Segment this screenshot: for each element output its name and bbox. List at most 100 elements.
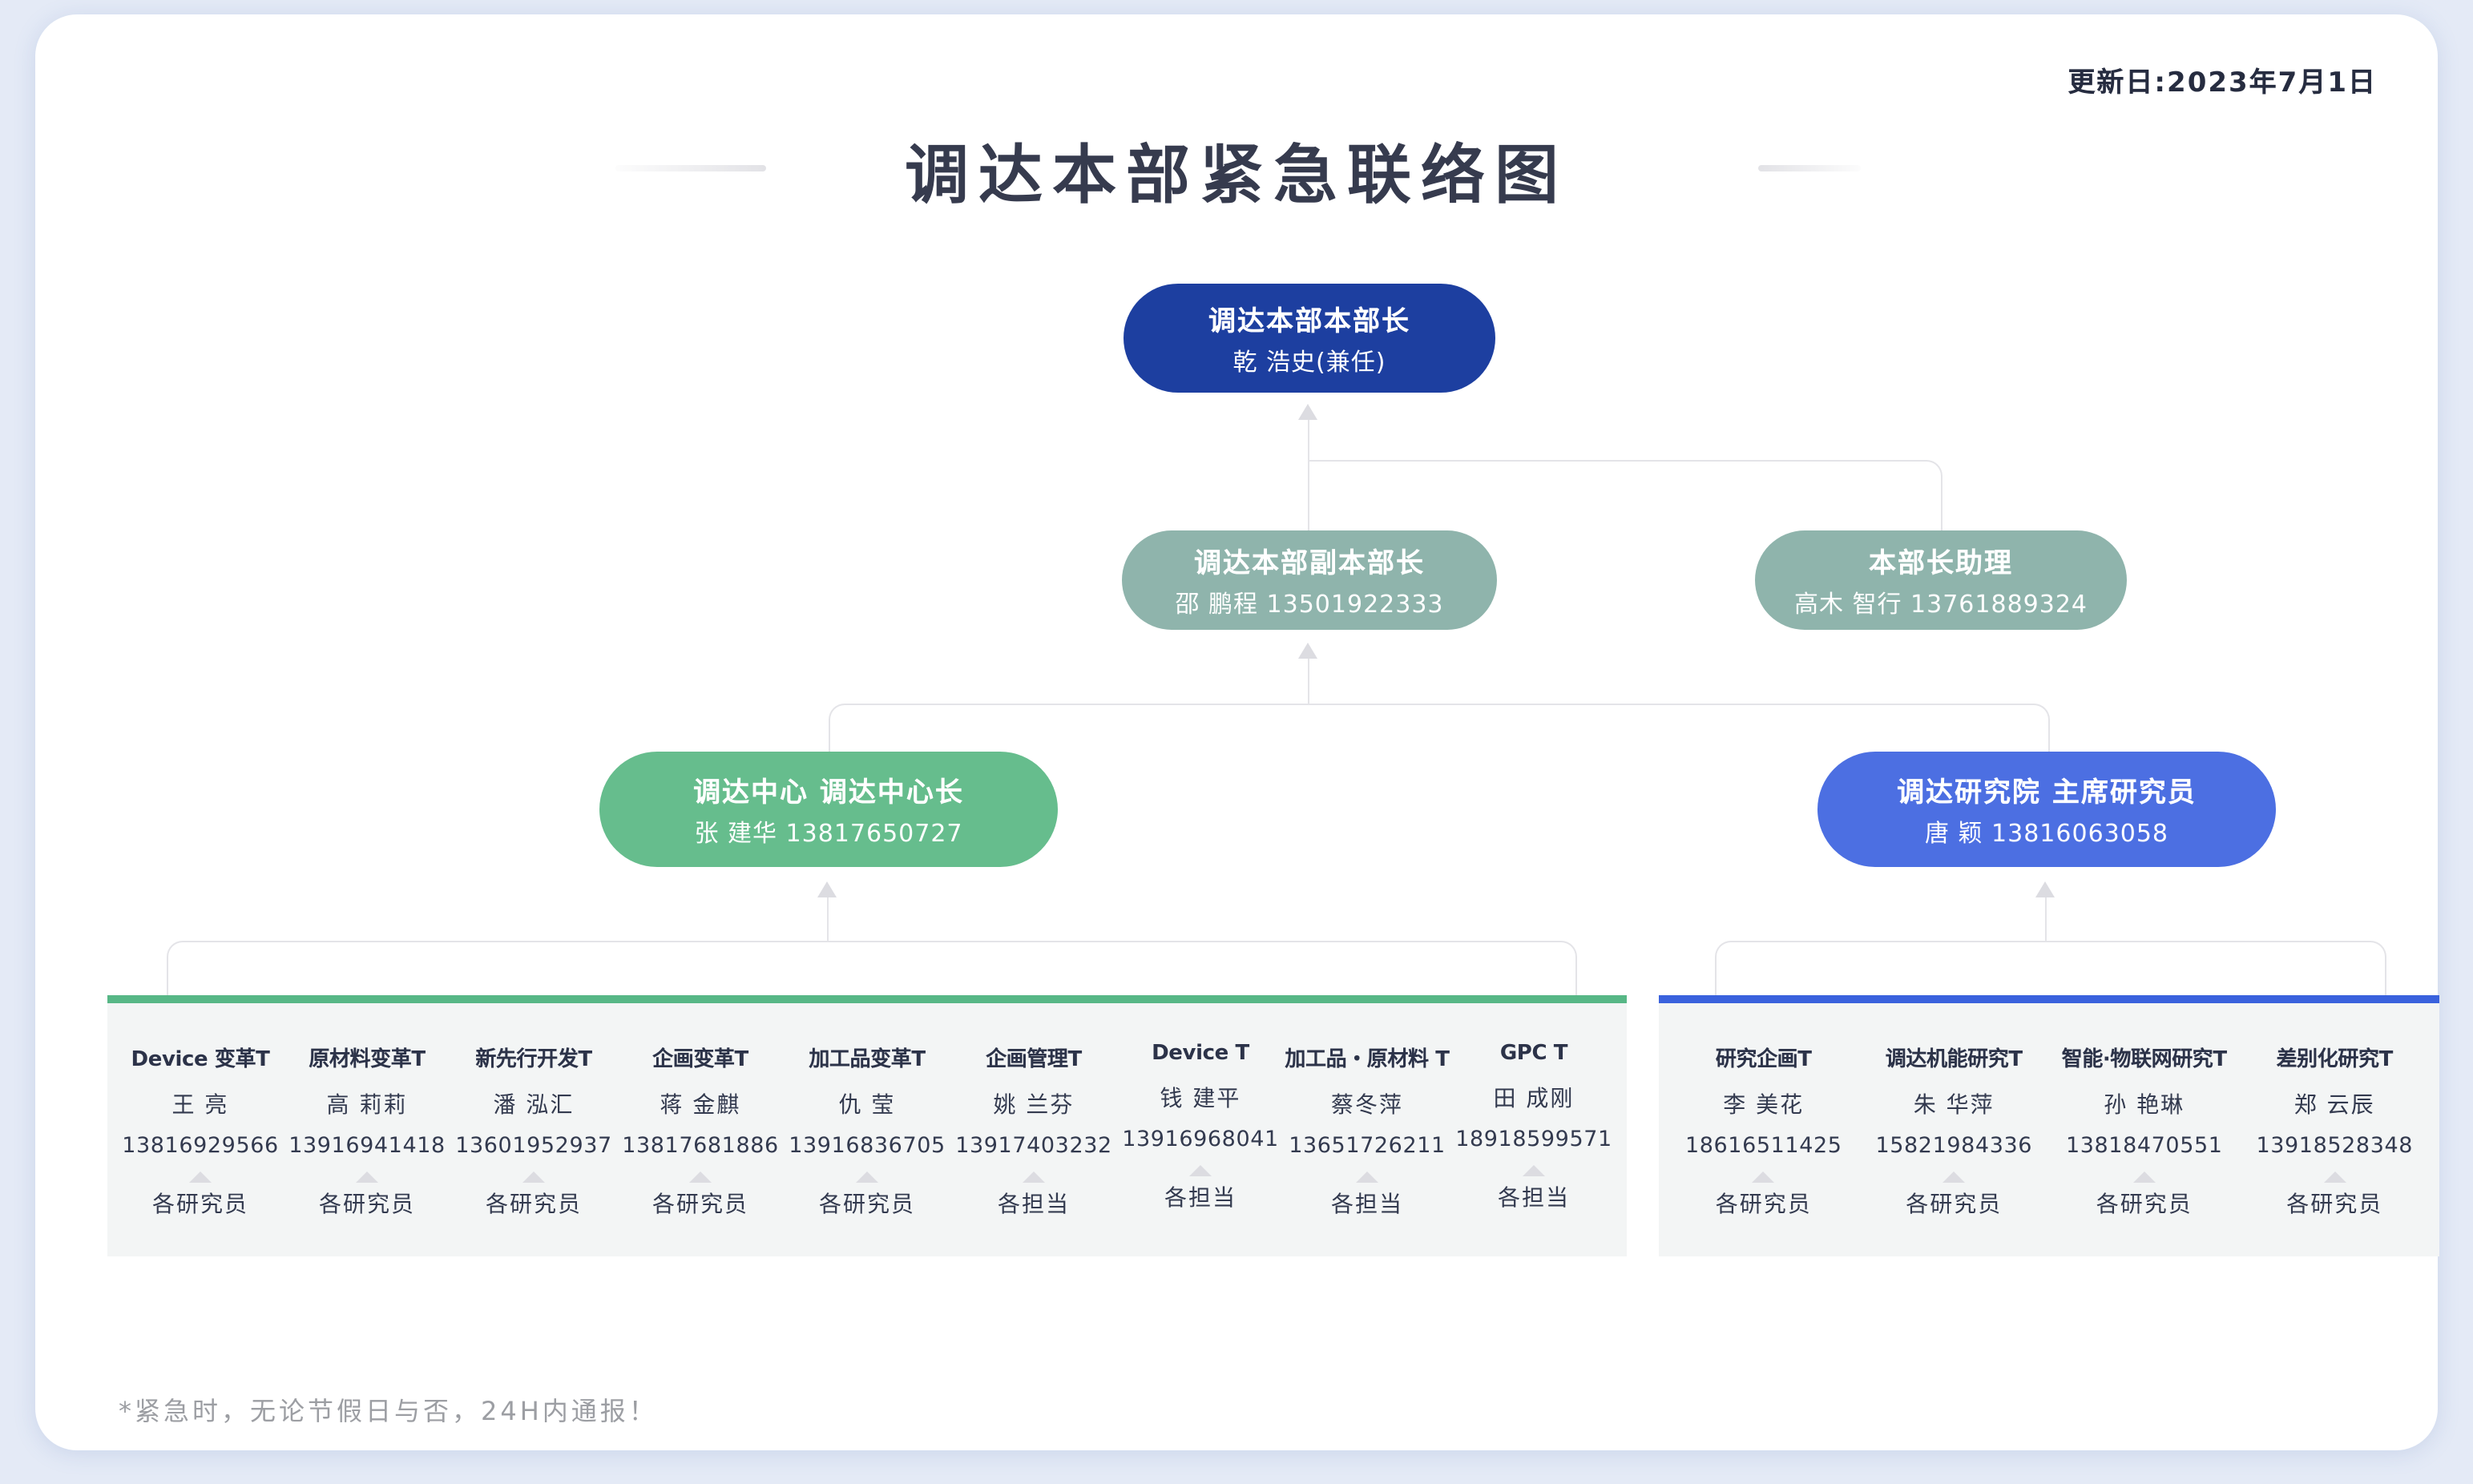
- team-phone: 15821984336: [1875, 1133, 2033, 1159]
- node-research-institute-head: 调达研究院 主席研究员 唐 颖 13816063058: [1817, 752, 2276, 867]
- connector-deputy-stem: [1308, 659, 1309, 704]
- team-leader: 蒋 金麒: [660, 1093, 741, 1119]
- team-members: 各研究员: [486, 1192, 582, 1218]
- team-phone: 13816929566: [122, 1133, 279, 1159]
- team-members: 各研究员: [152, 1192, 248, 1218]
- team-card: 新先行开发T 潘 泓汇 13601952937 各研究员: [450, 1042, 617, 1256]
- node-procurement-center-head: 调达中心 调达中心长 张 建华 13817650727: [599, 752, 1058, 867]
- team-leader: 郑 云辰: [2293, 1093, 2375, 1119]
- up-arrow-icon: [2323, 1171, 2346, 1183]
- node-deputy-chief: 调达本部副本部长 邵 鹏程 13501922333: [1122, 530, 1497, 630]
- contact-chart-card: 更新日:2023年7月1日 调达本部紧急联络图 调达本部本部长 乾 浩史(兼任)…: [35, 14, 2439, 1450]
- up-arrow-icon: [1523, 1165, 1545, 1176]
- team-card: 加工品变革T 仇 莹 13916836705 各研究员: [784, 1042, 950, 1256]
- update-date: 更新日:2023年7月1日: [2068, 67, 2377, 99]
- connector-root-deputy: [1308, 420, 1309, 530]
- up-arrow-icon: [1356, 1171, 1378, 1183]
- team-phone: 13651726211: [1289, 1133, 1446, 1159]
- team-card: 企画管理T 姚 兰芬 13917403232 各担当: [950, 1042, 1117, 1256]
- node-title: 调达中心 调达中心长: [693, 777, 964, 809]
- up-arrow-icon: [189, 1171, 212, 1183]
- team-name: 差别化研究T: [2276, 1048, 2394, 1072]
- connector-root-assistant: [1309, 460, 1942, 532]
- up-arrow-icon: [1298, 404, 1317, 420]
- team-card: 差别化研究T 郑 云辰 13918528348 各研究员: [2240, 1042, 2431, 1256]
- team-members: 各研究员: [1906, 1192, 2003, 1218]
- node-chief-assistant: 本部长助理 高木 智行 13761889324: [1755, 530, 2127, 630]
- team-leader: 李 美花: [1723, 1093, 1805, 1119]
- up-arrow-icon: [2132, 1171, 2156, 1183]
- title-decoration-left: [615, 165, 766, 171]
- team-card: 加工品・原材料 T 蔡冬萍 13651726211 各担当: [1284, 1042, 1450, 1256]
- team-name: 原材料变革T: [309, 1048, 426, 1072]
- team-name: Device 变革T: [131, 1048, 270, 1072]
- node-title: 调达本部副本部长: [1194, 548, 1425, 580]
- team-members: 各研究员: [1715, 1192, 1812, 1218]
- up-arrow-icon: [689, 1171, 712, 1183]
- title-decoration-right: [1758, 165, 1861, 171]
- team-members: 各担当: [1331, 1192, 1403, 1218]
- team-name: 加工品变革T: [809, 1048, 926, 1072]
- team-phone: 13916968041: [1122, 1127, 1279, 1152]
- team-card: 企画变革T 蒋 金麒 13817681886 各研究员: [617, 1042, 784, 1256]
- team-name: GPC T: [1499, 1042, 1568, 1066]
- team-members: 各研究员: [652, 1192, 748, 1218]
- up-arrow-icon: [1189, 1165, 1212, 1176]
- up-arrow-icon: [522, 1171, 545, 1183]
- team-leader: 高 莉莉: [326, 1093, 408, 1119]
- up-arrow-icon: [856, 1171, 878, 1183]
- team-leader: 钱 建平: [1160, 1087, 1241, 1112]
- team-card: 研究企画T 李 美花 18616511425 各研究员: [1668, 1042, 1859, 1256]
- connector-institute-stem: [2045, 897, 2047, 941]
- node-title: 调达研究院 主席研究员: [1897, 777, 2197, 809]
- team-phone: 13917403232: [955, 1133, 1112, 1159]
- node-hq-chief: 调达本部本部长 乾 浩史(兼任): [1124, 284, 1495, 393]
- emergency-footnote: *紧急时，无论节假日与否，24H内通报！: [119, 1396, 658, 1426]
- up-arrow-icon: [1942, 1171, 1966, 1183]
- up-arrow-icon: [817, 881, 837, 897]
- team-name: 加工品・原材料 T: [1285, 1048, 1450, 1072]
- up-arrow-icon: [1298, 643, 1317, 659]
- team-name: 研究企画T: [1715, 1048, 1812, 1072]
- team-members: 各研究员: [319, 1192, 415, 1218]
- team-name: Device T: [1152, 1042, 1249, 1066]
- team-leader: 蔡冬萍: [1331, 1093, 1403, 1119]
- page-title: 调达本部紧急联络图: [905, 138, 1568, 213]
- connector-institute-teams: [1715, 941, 2386, 997]
- team-name: 企画管理T: [986, 1048, 1082, 1072]
- team-leader: 孙 艳琳: [2104, 1093, 2185, 1119]
- up-arrow-icon: [1023, 1171, 1045, 1183]
- team-name: 智能·物联网研究T: [2061, 1048, 2227, 1072]
- node-person: 邵 鹏程 13501922333: [1175, 590, 1444, 619]
- up-arrow-icon: [1752, 1171, 1775, 1183]
- team-phone: 13817681886: [622, 1133, 779, 1159]
- node-title: 本部长助理: [1869, 548, 2013, 580]
- connector-deputy-children: [829, 704, 2050, 753]
- team-leader: 仇 莹: [838, 1093, 896, 1119]
- team-card: Device 变革T 王 亮 13816929566 各研究员: [117, 1042, 284, 1256]
- team-phone: 13601952937: [455, 1133, 612, 1159]
- connector-center-stem: [827, 897, 829, 941]
- team-leader: 潘 泓汇: [493, 1093, 575, 1119]
- team-members: 各研究员: [2096, 1192, 2193, 1218]
- team-members: 各研究员: [819, 1192, 915, 1218]
- connector-center-teams: [167, 941, 1577, 997]
- team-leader: 王 亮: [171, 1093, 229, 1119]
- team-leader: 朱 华萍: [1913, 1093, 1995, 1119]
- up-arrow-icon: [356, 1171, 378, 1183]
- team-name: 新先行开发T: [475, 1048, 592, 1072]
- node-title: 调达本部本部长: [1208, 306, 1410, 338]
- team-leader: 姚 兰芬: [993, 1093, 1075, 1119]
- team-card: Device T 钱 建平 13916968041 各担当: [1117, 1042, 1284, 1256]
- team-phone: 13918528348: [2256, 1133, 2414, 1159]
- team-phone: 13916941418: [288, 1133, 446, 1159]
- team-card: 智能·物联网研究T 孙 艳琳 13818470551 各研究员: [2049, 1042, 2240, 1256]
- team-members: 各担当: [998, 1192, 1070, 1218]
- team-name: 企画变革T: [652, 1048, 748, 1072]
- center-teams-panel: Device 变革T 王 亮 13816929566 各研究员 原材料变革T 高…: [107, 995, 1627, 1256]
- team-card: 原材料变革T 高 莉莉 13916941418 各研究员: [284, 1042, 450, 1256]
- team-members: 各担当: [1164, 1186, 1236, 1212]
- team-phone: 13818470551: [2065, 1133, 2223, 1159]
- node-person: 高木 智行 13761889324: [1793, 590, 2088, 619]
